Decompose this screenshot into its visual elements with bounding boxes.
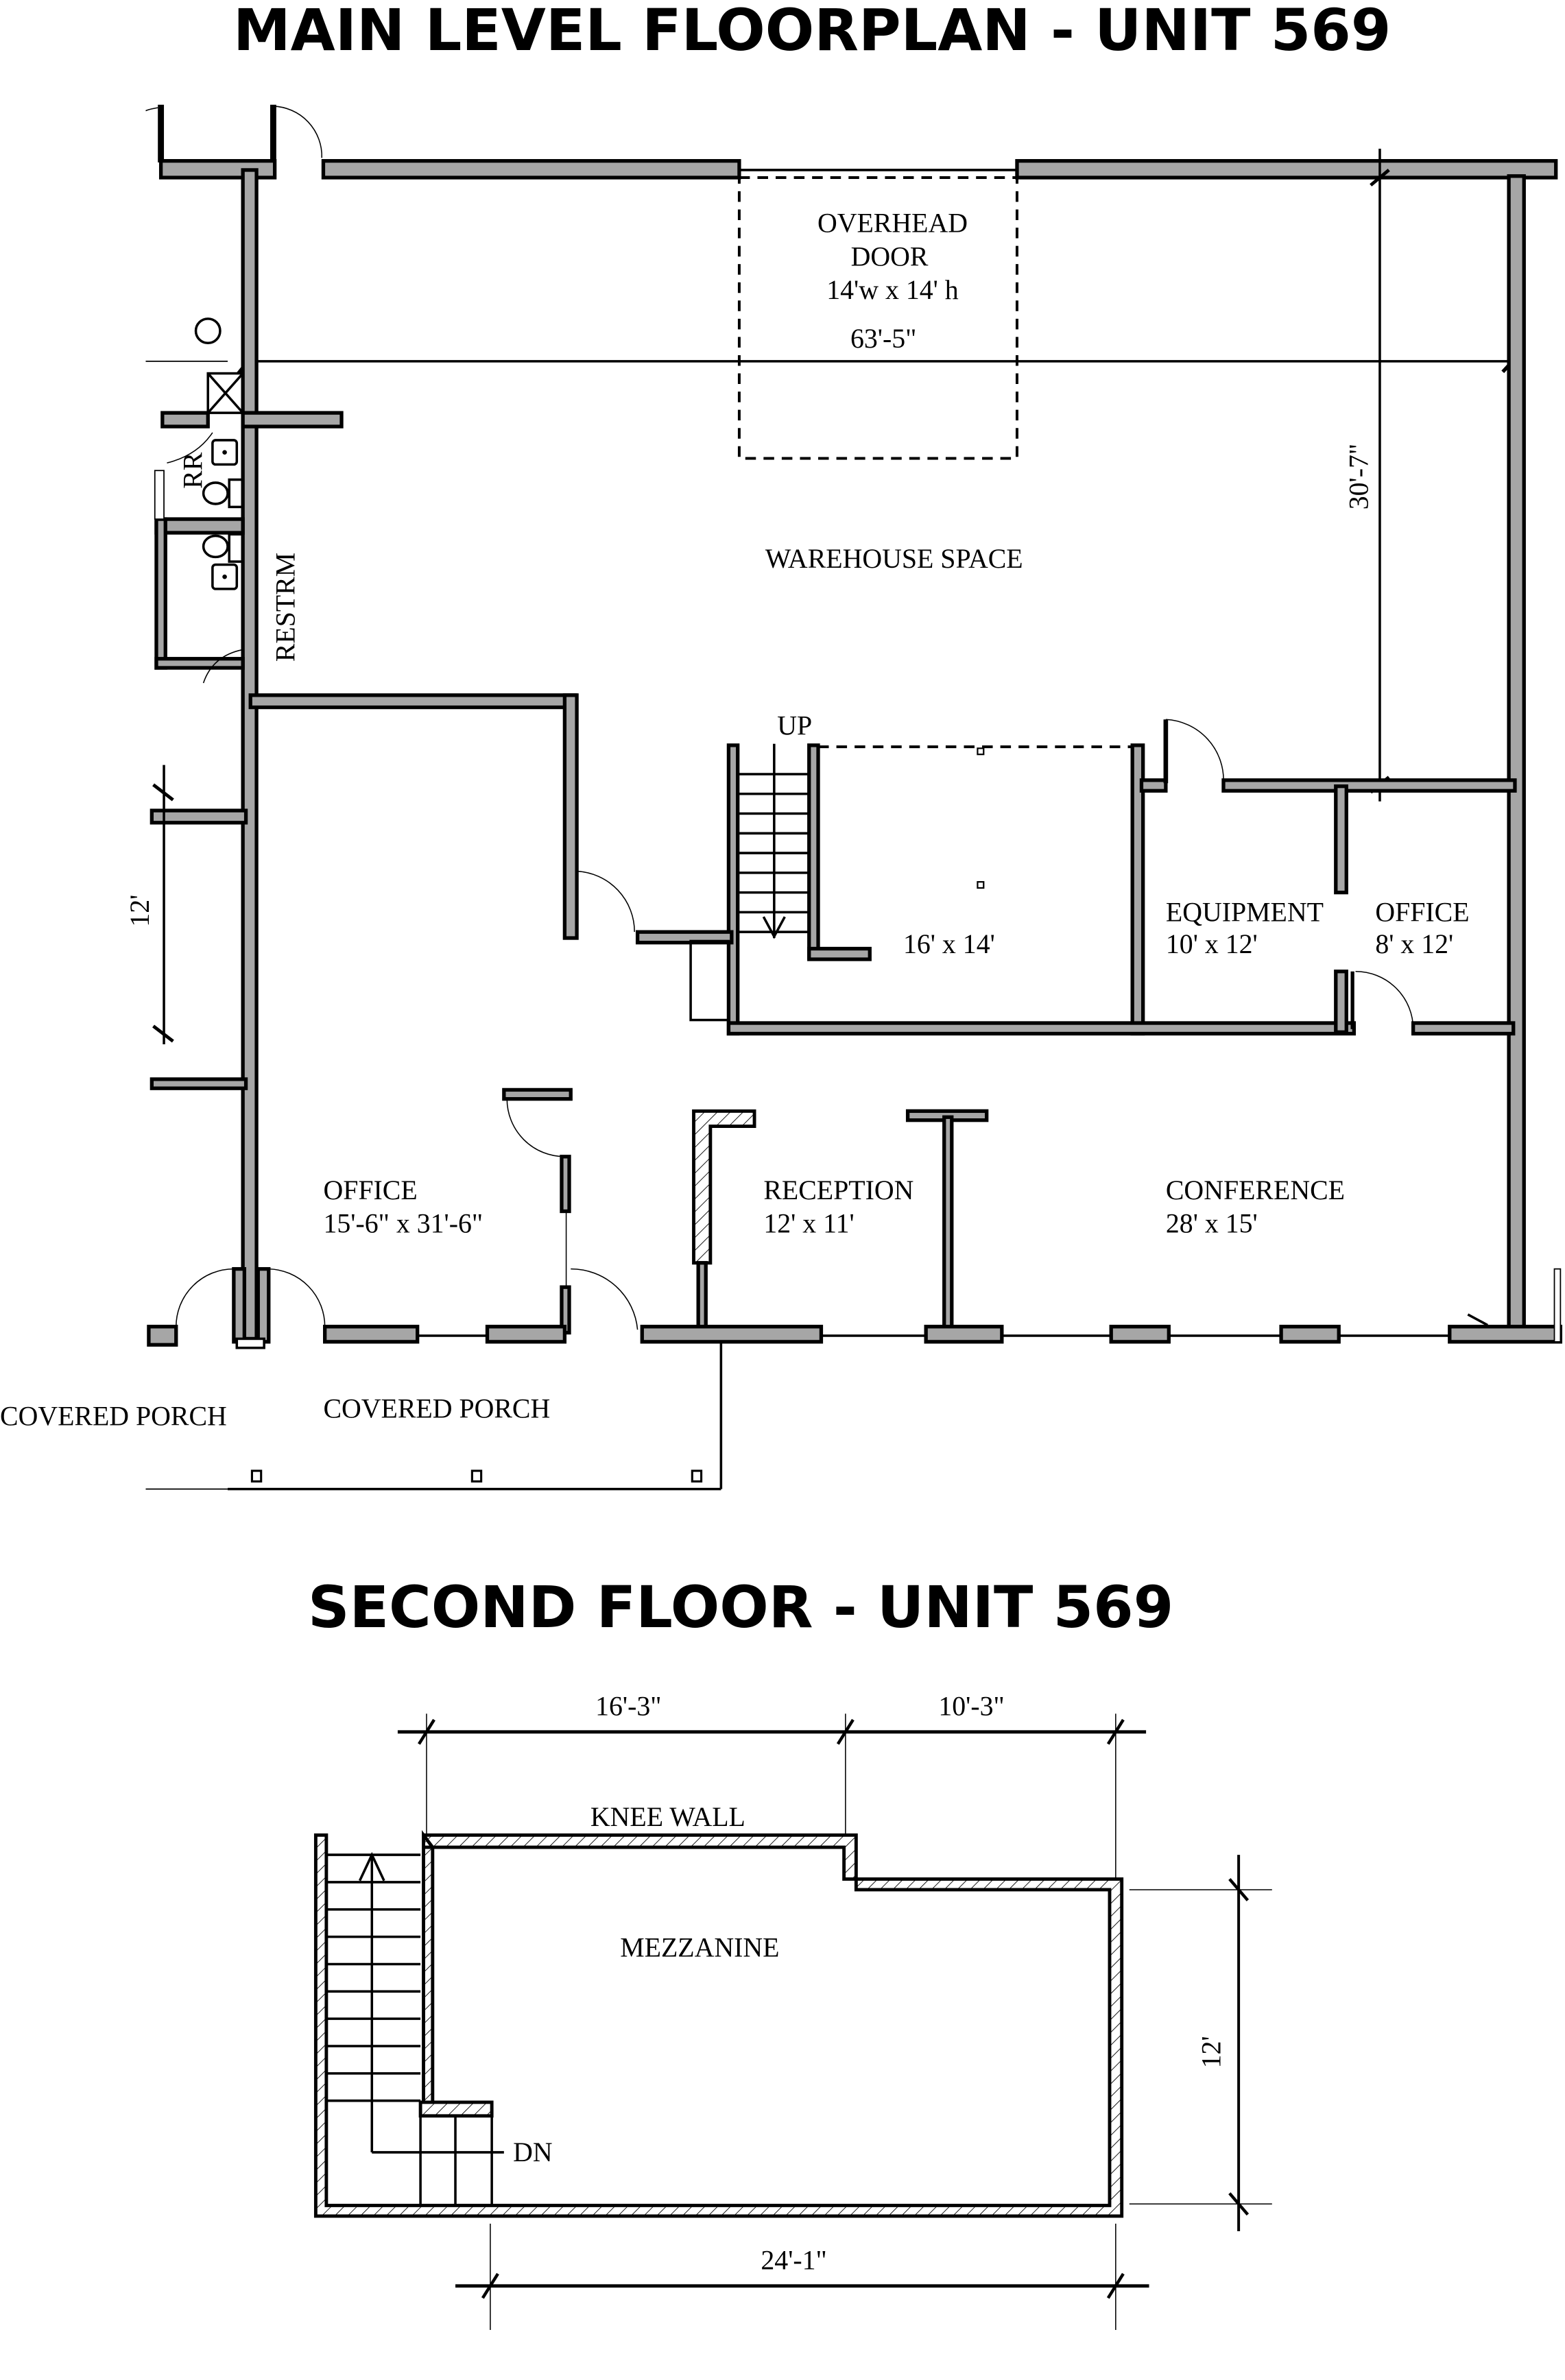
top-wall-right bbox=[1015, 158, 1558, 180]
dimension-left-windows: 12' bbox=[124, 765, 248, 1090]
knee-wall-label: KNEE WALL bbox=[590, 1801, 745, 1832]
large-office: OFFICE 15'-6" x 31'-6" bbox=[248, 693, 635, 1335]
svg-text:12': 12' bbox=[124, 895, 155, 927]
covered-porch-left-label: COVERED PORCH bbox=[0, 1401, 227, 1432]
mezzanine-label: MEZZANINE bbox=[620, 1932, 779, 1962]
reception-label: RECEPTION bbox=[763, 1175, 913, 1205]
reception-dims: 12' x 11' bbox=[763, 1207, 854, 1238]
post-icon bbox=[470, 1469, 483, 1483]
floor-drain-icon bbox=[194, 317, 222, 345]
post-icon bbox=[691, 1469, 703, 1483]
dimension-overall-width: 63'-5" bbox=[145, 323, 1522, 375]
svg-text:12': 12' bbox=[1196, 2036, 1227, 2068]
stair-and-storage: UP 16' x 14' bbox=[635, 710, 1356, 1036]
restroom-block: RR RESTRM bbox=[154, 168, 344, 1341]
svg-text:30'-7": 30'-7" bbox=[1343, 444, 1374, 509]
water-heater-icon bbox=[206, 372, 244, 414]
restroom-label: RESTRM bbox=[270, 553, 300, 662]
svg-text:16'-3": 16'-3" bbox=[595, 1690, 661, 1721]
equipment-label: EQUIPMENT bbox=[1166, 897, 1324, 928]
covered-porch: COVERED PORCH COVERED PORCH bbox=[0, 1341, 723, 1491]
equipment-and-office: EQUIPMENT 10' x 12' OFFICE 8' x 12' bbox=[1139, 719, 1517, 1036]
top-wall-left bbox=[321, 158, 741, 180]
front-wall bbox=[147, 1266, 1563, 1349]
svg-text:63'-5": 63'-5" bbox=[850, 323, 916, 354]
second-floor-plan: 16'-3" 10'-3" KNEE WALL DN ME bbox=[313, 1690, 1272, 2330]
door-swing-icon bbox=[273, 106, 323, 158]
covered-porch-label: COVERED PORCH bbox=[323, 1393, 550, 1424]
office-label: OFFICE bbox=[323, 1175, 417, 1205]
overhead-door-size: 14'w x 14' h bbox=[826, 274, 959, 305]
mezzanine-walls bbox=[313, 1829, 1124, 2218]
reception-and-conference: RECEPTION 12' x 11' CONFERENCE 28' x 15' bbox=[692, 1109, 1345, 1335]
mezzanine-stair-icon: DN bbox=[326, 1851, 553, 2206]
warehouse-label: WAREHOUSE SPACE bbox=[765, 543, 1023, 574]
dimension-top: 16'-3" 10'-3" bbox=[397, 1690, 1147, 1882]
office-dims: 15'-6" x 31'-6" bbox=[323, 1207, 483, 1238]
entry-vestibule bbox=[145, 104, 323, 180]
svg-text:24'-1": 24'-1" bbox=[761, 2244, 826, 2275]
overhead-door-label: OVERHEAD bbox=[817, 208, 968, 239]
stair-up-label: UP bbox=[777, 710, 812, 741]
dimension-warehouse-depth: 30'-7" bbox=[1343, 148, 1390, 802]
overhead-door-outline bbox=[737, 176, 1018, 460]
post-icon bbox=[250, 1469, 263, 1483]
equipment-dims: 10' x 12' bbox=[1166, 928, 1258, 959]
dimension-right: 12' bbox=[1129, 1855, 1272, 2232]
storage-dims: 16' x 14' bbox=[903, 928, 995, 959]
small-office-dims: 8' x 12' bbox=[1375, 928, 1453, 959]
conference-label: CONFERENCE bbox=[1166, 1175, 1345, 1205]
svg-text:10'-3": 10'-3" bbox=[938, 1690, 1004, 1721]
main-level-title: MAIN LEVEL FLOORPLAN - UNIT 569 bbox=[233, 0, 1391, 64]
main-level-plan: OVERHEAD DOOR 14'w x 14' h 63'-5" 30'-7" bbox=[0, 104, 1563, 1491]
dimension-bottom: 24'-1" bbox=[455, 2223, 1149, 2330]
overhead-door-label: DOOR bbox=[851, 241, 929, 272]
stair-treads-icon bbox=[737, 743, 809, 939]
right-exterior-wall bbox=[1507, 174, 1526, 1335]
rr-label: RR bbox=[177, 452, 208, 489]
small-office-label: OFFICE bbox=[1375, 897, 1469, 928]
stair-down-label: DN bbox=[513, 2137, 553, 2167]
second-floor-title: SECOND FLOOR - UNIT 569 bbox=[308, 1574, 1173, 1641]
conference-dims: 28' x 15' bbox=[1166, 1207, 1258, 1238]
